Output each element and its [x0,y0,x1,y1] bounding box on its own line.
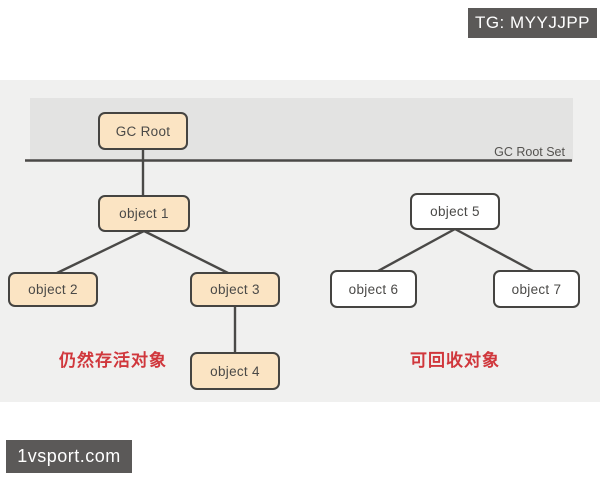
edge-object1-object3 [143,229,229,275]
node-gc-root: GC Root [98,112,188,150]
telegram-badge: TG: MYYJJPP [468,8,597,38]
node-gc-root-label: GC Root [115,123,171,139]
caption-alive-objects: 仍然存活对象 [59,351,167,370]
gc-root-set-label: GC Root Set [494,145,565,159]
node-object-2: object 2 [8,272,98,307]
edge-object5-object7 [454,227,534,273]
edge-object1-object2 [56,229,145,275]
node-object-5-label: object 5 [430,204,480,219]
node-object-6-label: object 6 [348,281,399,297]
node-object-2-label: object 2 [28,282,78,297]
caption-garbage-objects: 可回收对象 [410,351,500,370]
node-object-1-label: object 1 [119,206,169,221]
node-object-5: object 5 [410,193,500,230]
node-object-7-label: object 7 [511,281,562,297]
node-object-3-label: object 3 [210,282,260,297]
node-object-7: object 7 [493,270,580,308]
node-object-6: object 6 [330,270,417,308]
watermark-badge: 1vsport.com [6,440,132,473]
node-object-1: object 1 [98,195,190,232]
node-object-4: object 4 [190,352,280,390]
node-object-4-label: object 4 [210,363,260,379]
edge-object5-object6 [377,227,456,273]
node-object-3: object 3 [190,272,280,307]
